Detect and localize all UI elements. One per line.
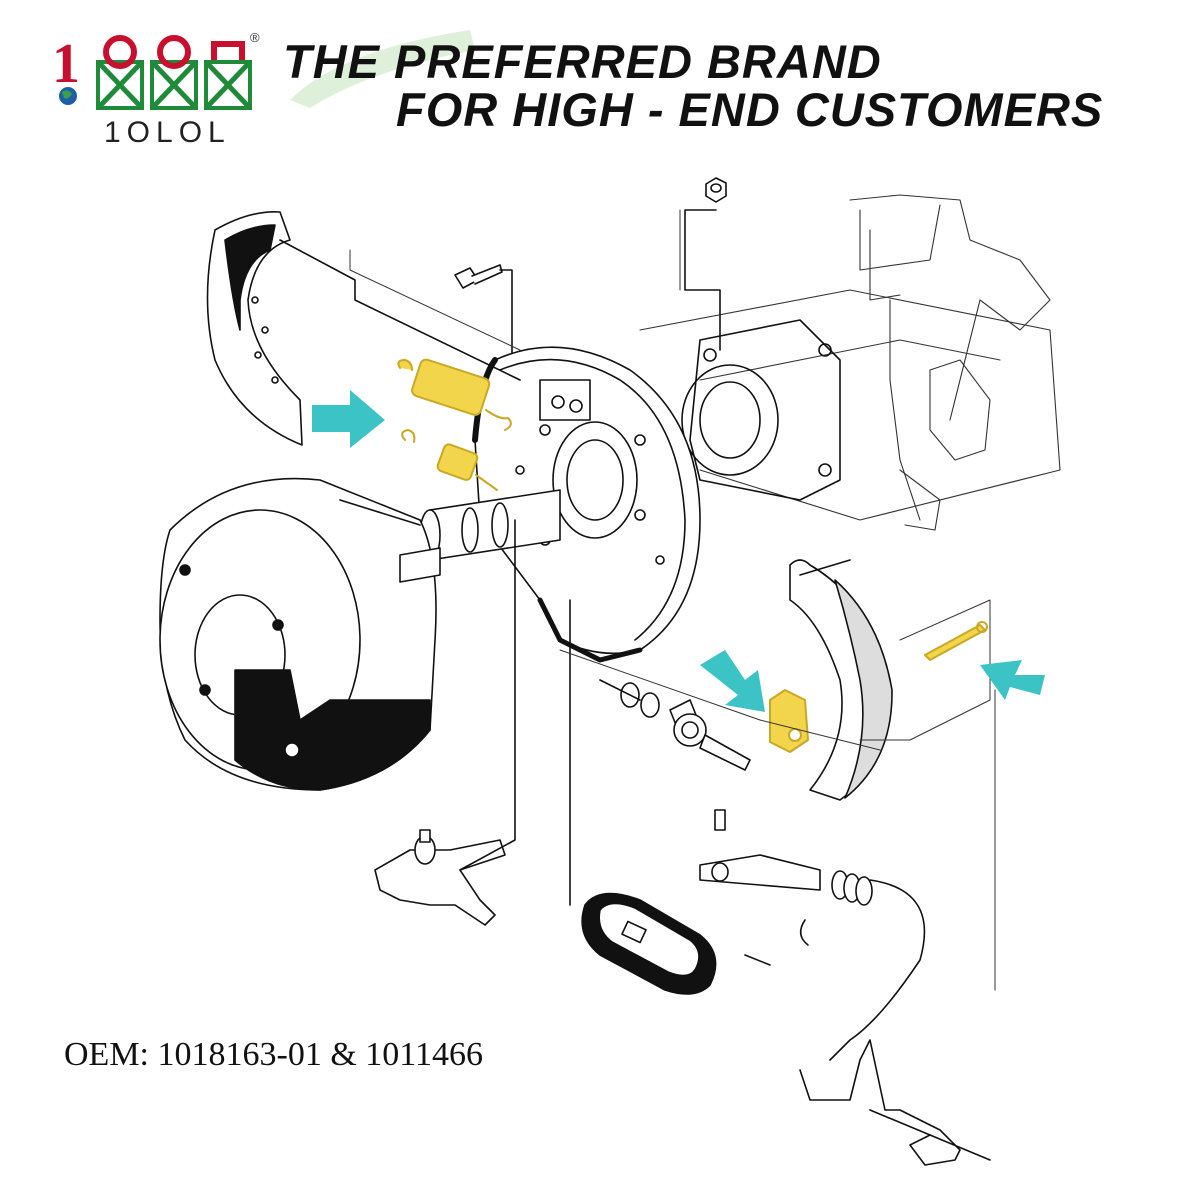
- cotter-pin: [924, 621, 988, 661]
- callout-arrow-center: [700, 650, 765, 712]
- logo-green-block-1: [96, 35, 144, 110]
- leader-lines: [349, 209, 996, 991]
- logo-green-block-2: [150, 35, 198, 110]
- upper-return-spring: [397, 358, 512, 431]
- logo-red-digit: 1: [52, 33, 80, 95]
- oem-part-numbers: OEM: 1018163-01 & 1011466: [64, 1036, 483, 1074]
- backing-plate: [472, 346, 701, 663]
- logo-wordmark: 1OLOL: [104, 116, 231, 149]
- adjuster-clip: [769, 689, 809, 753]
- top-nut: [684, 177, 727, 351]
- brake-cable: [699, 809, 991, 1166]
- globe-icon: [59, 87, 77, 105]
- parking-lever-assembly: [374, 519, 516, 926]
- lower-brake-shoe: [789, 559, 893, 801]
- oem-label: OEM:: [64, 1036, 149, 1073]
- brand-logo: 1: [52, 33, 252, 110]
- axle-flange: [681, 319, 841, 501]
- exploded-brake-diagram: [159, 177, 1061, 1166]
- oem-part-2: 1011466: [365, 1036, 484, 1073]
- headline-line-1: THE PREFERRED BRAND: [283, 35, 882, 88]
- logo-green-block-3: [204, 41, 252, 110]
- callout-arrow-left: [312, 390, 385, 448]
- rubber-boot: [569, 599, 717, 995]
- oem-separator: &: [330, 1036, 357, 1073]
- hub-spindle: [419, 489, 561, 561]
- upper-brake-shoe: [206, 211, 521, 446]
- brush-stroke-decoration: [290, 30, 475, 108]
- axle-frame-outline: [639, 194, 1061, 531]
- lower-return-spring: [401, 429, 498, 491]
- oem-part-1: 1018163-01: [157, 1036, 322, 1073]
- top-bolt: [454, 264, 513, 361]
- adjuster-assembly: [599, 679, 751, 771]
- headline-line-2: FOR HIGH - END CUSTOMERS: [396, 83, 1104, 136]
- registered-mark: ®: [250, 30, 260, 45]
- brake-drum: [159, 477, 441, 791]
- callout-arrow-right: [980, 660, 1045, 700]
